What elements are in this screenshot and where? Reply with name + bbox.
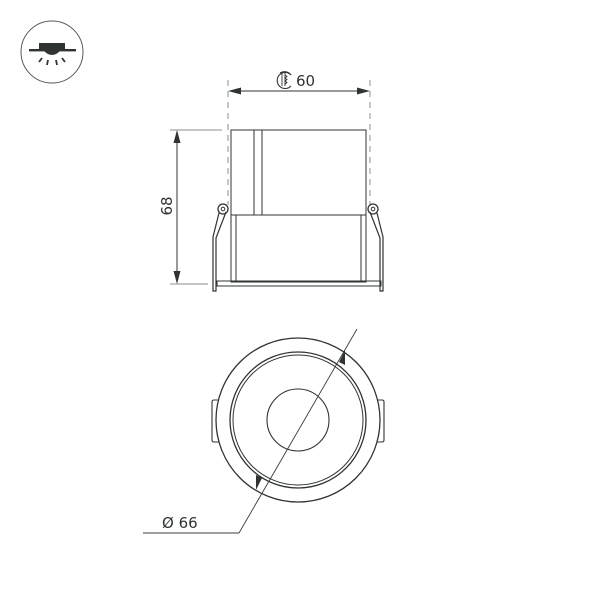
recessed-ceiling-light-icon <box>20 20 84 84</box>
width-label: 60 <box>296 72 315 90</box>
diameter-label: Ø 66 <box>162 514 198 532</box>
cutout-diameter-icon <box>276 71 292 90</box>
height-dimension: 68 <box>158 129 222 285</box>
diameter-dimension: Ø 66 <box>143 328 358 534</box>
height-label: 68 <box>158 196 176 215</box>
width-dimension: 60 <box>227 71 371 205</box>
fixture-side-view <box>212 129 384 292</box>
fixture-top-view <box>211 337 385 503</box>
